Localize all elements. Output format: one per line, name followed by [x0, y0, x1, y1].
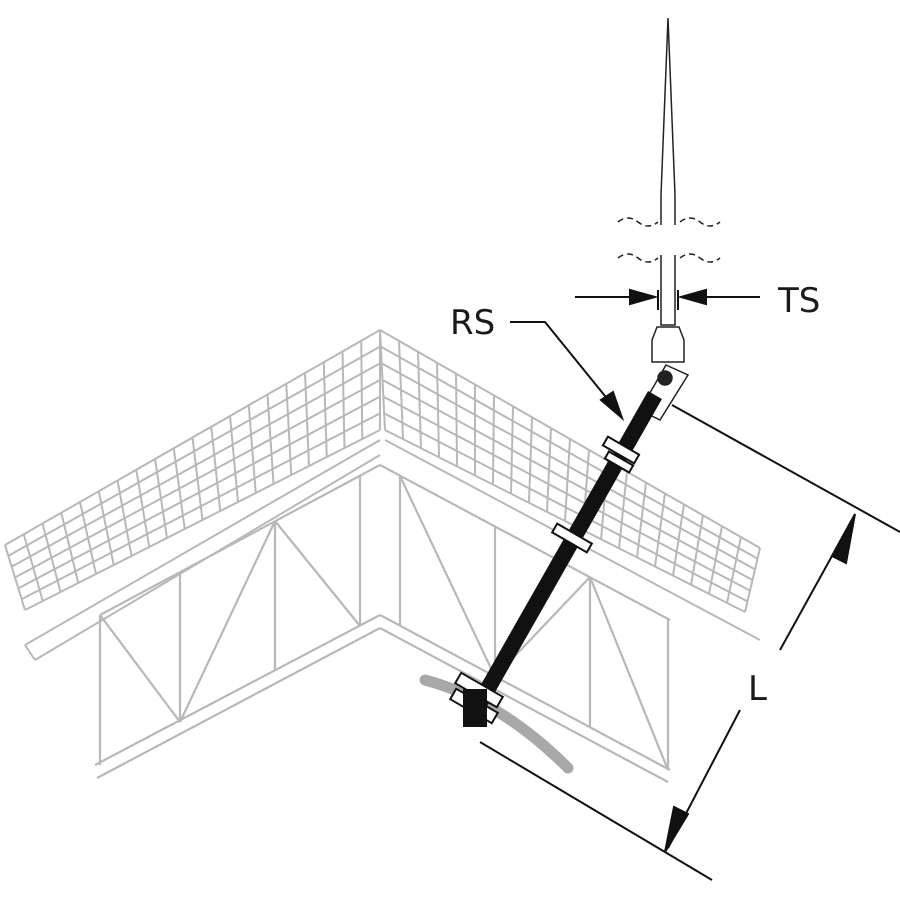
roof-tile-line	[672, 504, 685, 576]
roof-tile-line	[266, 394, 275, 485]
roof-tile-line	[546, 428, 552, 512]
roof-tile-line	[436, 362, 440, 458]
roof-tile-line	[79, 501, 97, 575]
truss-top-chord	[99, 464, 381, 616]
roof-tile-line	[636, 482, 647, 558]
roof-tile-line	[455, 373, 458, 467]
dimension-lines	[479, 288, 900, 881]
roof-tile-line	[285, 383, 293, 476]
roof-tile-line	[210, 426, 222, 512]
roof-tile-line	[116, 480, 133, 557]
roof-tile-line	[492, 395, 495, 485]
roof-tile-line	[229, 415, 239, 503]
truss-diagonal	[274, 520, 361, 627]
truss-top-chord	[379, 464, 671, 621]
roof-tile-line	[22, 533, 44, 602]
roof-tile-line	[360, 340, 364, 440]
roof-tile-line	[708, 526, 723, 594]
air-terminal	[617, 17, 721, 421]
roof-tile-line	[154, 458, 168, 539]
roof-tile-line	[379, 329, 386, 431]
roof-tile-line	[618, 471, 628, 549]
truss-bottom-chord	[96, 627, 381, 779]
truss-bottom-chord	[94, 614, 381, 766]
truss-bottom-chord	[379, 627, 669, 783]
roof-tile-line	[322, 362, 328, 458]
truss-diagonal	[399, 475, 496, 678]
roof-tile-line	[690, 515, 704, 585]
roof-tile-line	[528, 417, 533, 503]
roof-tile-line	[247, 405, 257, 494]
fascia-left	[24, 439, 381, 646]
roof-tile-line	[341, 351, 346, 449]
truss-diagonal	[179, 520, 276, 723]
roof-tile-line	[41, 523, 62, 593]
roof-tile-line	[744, 547, 761, 613]
roof-tile-line	[97, 491, 115, 566]
roof-tile-line	[191, 437, 204, 521]
roof-tile-line	[417, 351, 422, 449]
rod-support	[448, 391, 662, 727]
truss-diagonal	[588, 576, 670, 771]
roof-tile-line	[304, 372, 310, 467]
roof-tile-line	[510, 406, 514, 494]
truss-bottom-chord	[379, 614, 671, 771]
truss-diagonal	[99, 614, 181, 723]
roof-tile-line	[564, 438, 571, 522]
roof-tile-line	[4, 544, 26, 611]
ts-label: TS	[778, 281, 821, 321]
roof-tile-line	[60, 512, 80, 584]
roof-tile-line	[726, 536, 742, 604]
rs-label: RS	[450, 303, 496, 343]
l-label: L	[748, 669, 767, 709]
roof-tile-line	[135, 469, 151, 548]
roof-tile-line	[654, 493, 666, 567]
roof-structure	[4, 329, 761, 661]
roof-tile-line	[398, 340, 404, 440]
roof-tile-line	[172, 448, 186, 530]
fascia-left-end	[24, 644, 36, 661]
